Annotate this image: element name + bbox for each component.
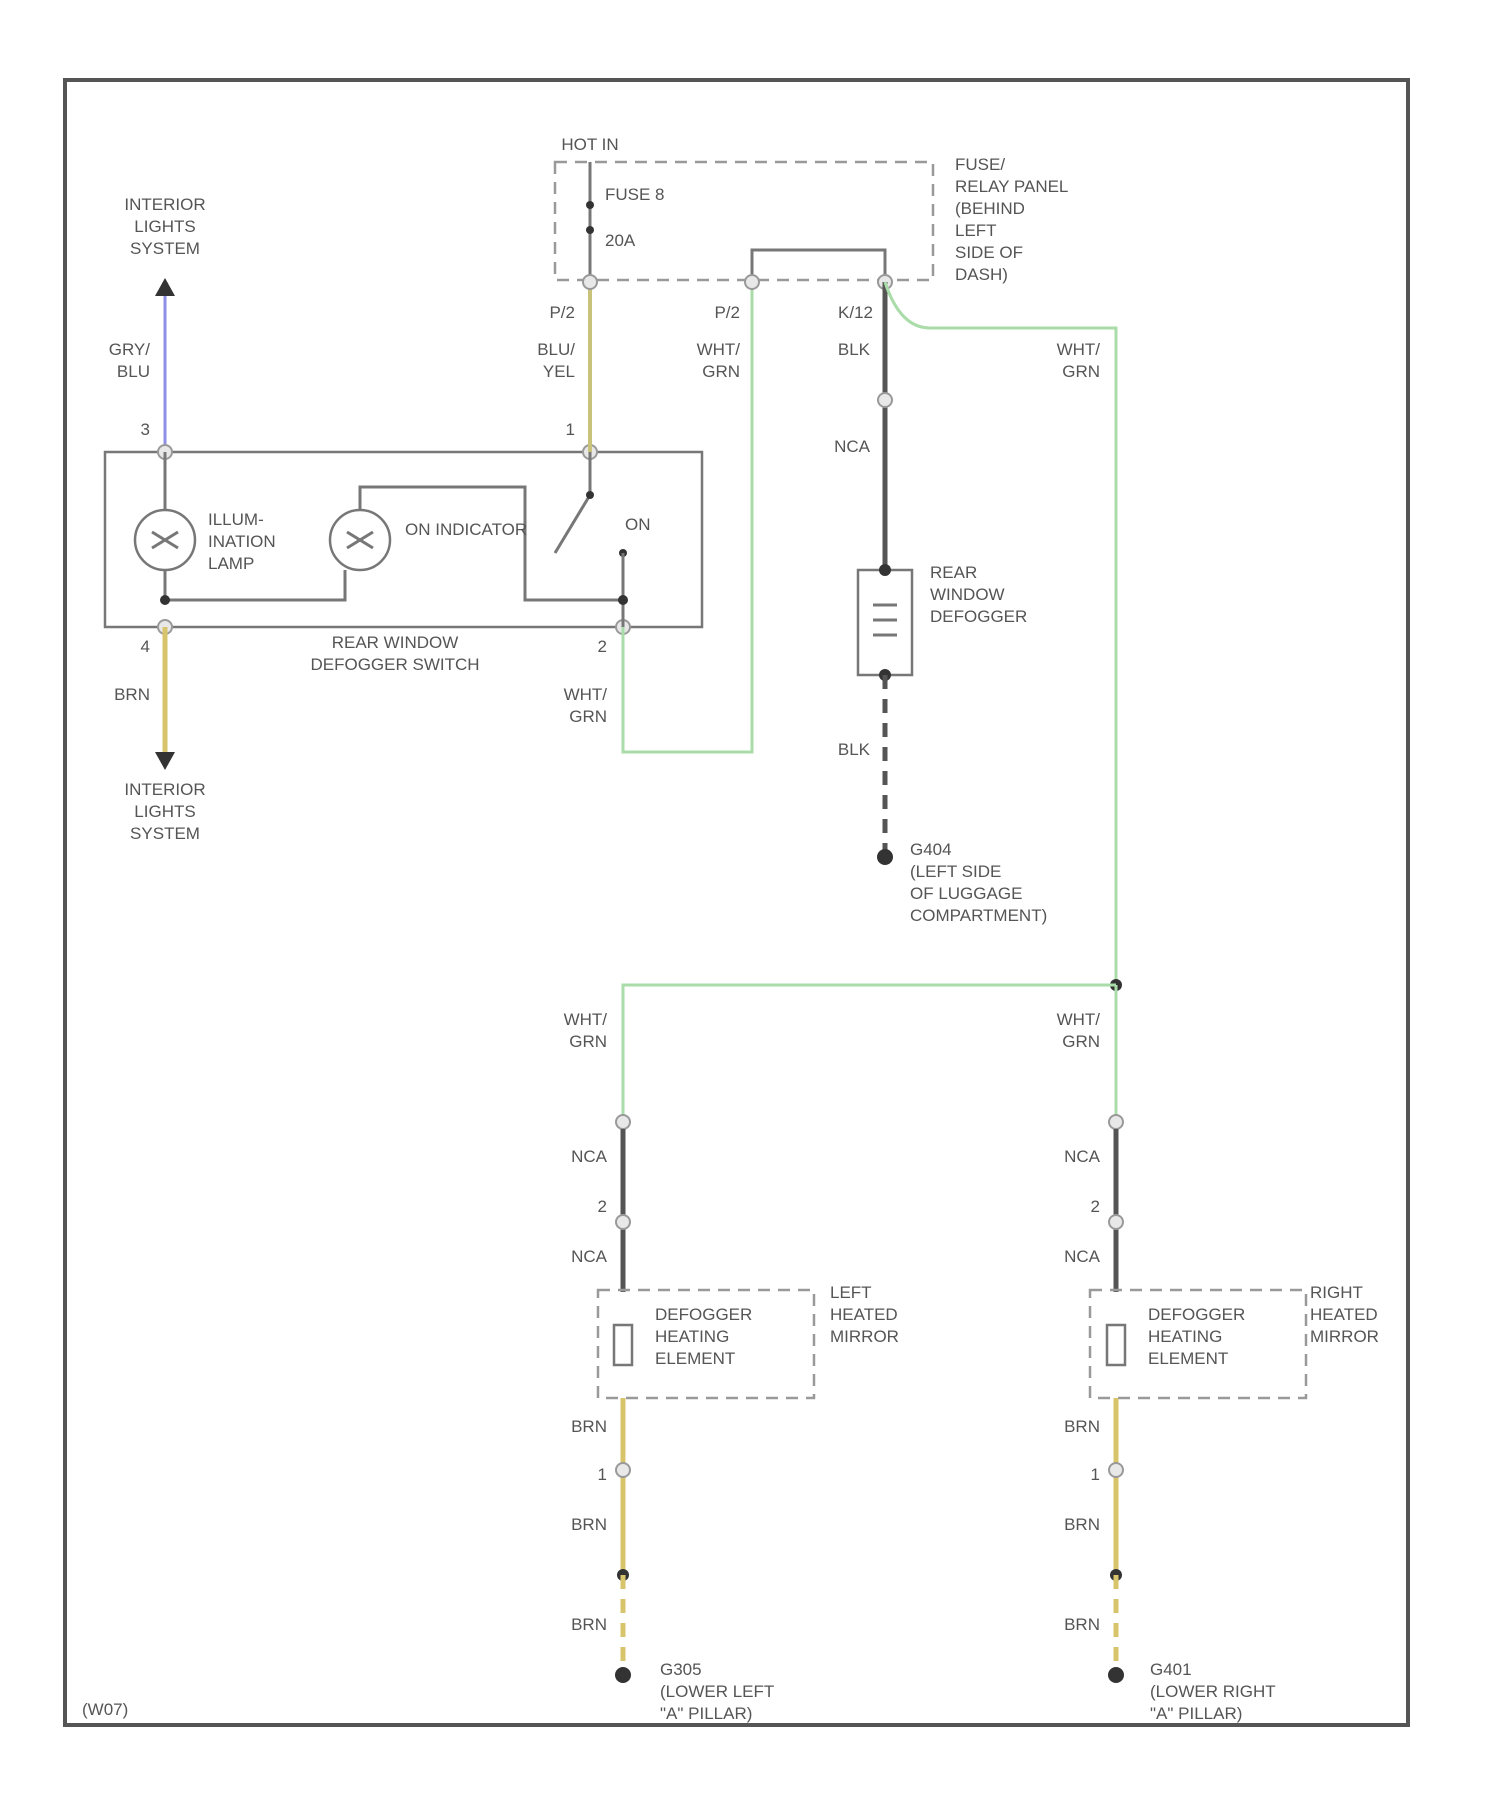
label-nca-r1: NCA [1064,1147,1101,1166]
label-wire-wht-grn-ml: WHT/GRN [564,1010,608,1051]
label-pin-p2-a: P/2 [549,303,575,322]
arrow-up-icon-head [155,278,175,296]
label-wire-wht-grn-right: WHT/GRN [1057,340,1101,381]
label-nca-l2: NCA [571,1247,608,1266]
label-pin-p2-b: P/2 [714,303,740,322]
right-connector-nca-top [1109,1115,1123,1129]
label-brn-l1: BRN [571,1417,607,1436]
label-wire-blu-yel: BLU/YEL [537,340,575,381]
label-nca-l1: NCA [571,1147,608,1166]
label-pin-r1: 1 [1091,1465,1100,1484]
label-wire-blk-bottom: BLK [838,740,871,759]
label-wire-blk-top: BLK [838,340,871,359]
label-wire-gry-blu: GRY/BLU [109,340,151,381]
fuse-relay-panel-box [555,162,933,280]
arrow-down-icon [155,752,175,770]
switch-junction-right [618,595,628,605]
label-pin-r2: 2 [1091,1197,1100,1216]
label-pin-k12: K/12 [838,303,873,322]
label-on-label: ON [625,515,651,534]
inline-connector-nca [878,393,892,407]
label-switch-pin-2: 2 [598,637,607,656]
fuse-terminal-bottom [586,226,594,234]
label-brn-r2: BRN [1064,1515,1100,1534]
label-on-indicator: ON INDICATOR [405,520,527,539]
lamp-filament-right [347,532,373,548]
right-heating-element-icon [1107,1325,1125,1365]
left-connector-pin-1 [616,1463,630,1477]
label-fuse-rating: 20A [605,231,636,250]
label-wire-wht-grn-sw: WHT/GRN [564,685,608,726]
label-brn-l2: BRN [571,1515,607,1534]
switch-contact-dot [586,491,594,499]
fuse-panel-bus [752,250,885,280]
label-hot-in: HOT IN [561,135,618,154]
label-wire-nca-top: NCA [834,437,871,456]
label-pin-l1: 1 [598,1465,607,1484]
wire-wht-grn-branch [623,985,1116,1120]
label-ground-right: G401(LOWER RIGHT"A" PILLAR) [1150,1660,1276,1723]
label-pin-l2: 2 [598,1197,607,1216]
label-fuse-name: FUSE 8 [605,185,665,204]
label-brn-r1: BRN [1064,1417,1100,1436]
switch-internal-contact [555,452,590,553]
left-connector-nca-top [616,1115,630,1129]
connector-p2-b [745,275,759,289]
label-brn-l3: BRN [571,1615,607,1634]
lamp-filament-left [152,532,178,548]
ground-left-icon [615,1667,631,1683]
label-wire-brn-left: BRN [114,685,150,704]
fuse-terminal-top [586,201,594,209]
label-switch-pin-4: 4 [141,637,150,656]
label-switch-pin-3: 3 [141,420,150,439]
ground-right-icon [1108,1667,1124,1683]
left-heating-element-icon [614,1325,632,1365]
label-brn-r3: BRN [1064,1615,1100,1634]
diagram-frame [65,80,1408,1725]
right-connector-pin-2 [1109,1215,1123,1229]
ground-g404-icon [877,849,893,865]
switch-junction-left [160,595,170,605]
label-wire-wht-grn-mr: WHT/GRN [1057,1010,1101,1051]
connector-p2-a [583,275,597,289]
rear-window-defogger-box [858,570,912,675]
left-connector-pin-2 [616,1215,630,1229]
right-connector-pin-1 [1109,1463,1123,1477]
rear-defogger-top-dot [879,564,891,576]
diagram-corner-id: (W07) [82,1700,128,1719]
rear-defogger-grid-icon [873,605,897,635]
label-nca-r2: NCA [1064,1247,1101,1266]
label-switch-pin-1: 1 [566,420,575,439]
label-ground-left: G305(LOWER LEFT"A" PILLAR) [660,1660,774,1723]
label-wire-wht-grn-fuse: WHT/GRN [697,340,741,381]
